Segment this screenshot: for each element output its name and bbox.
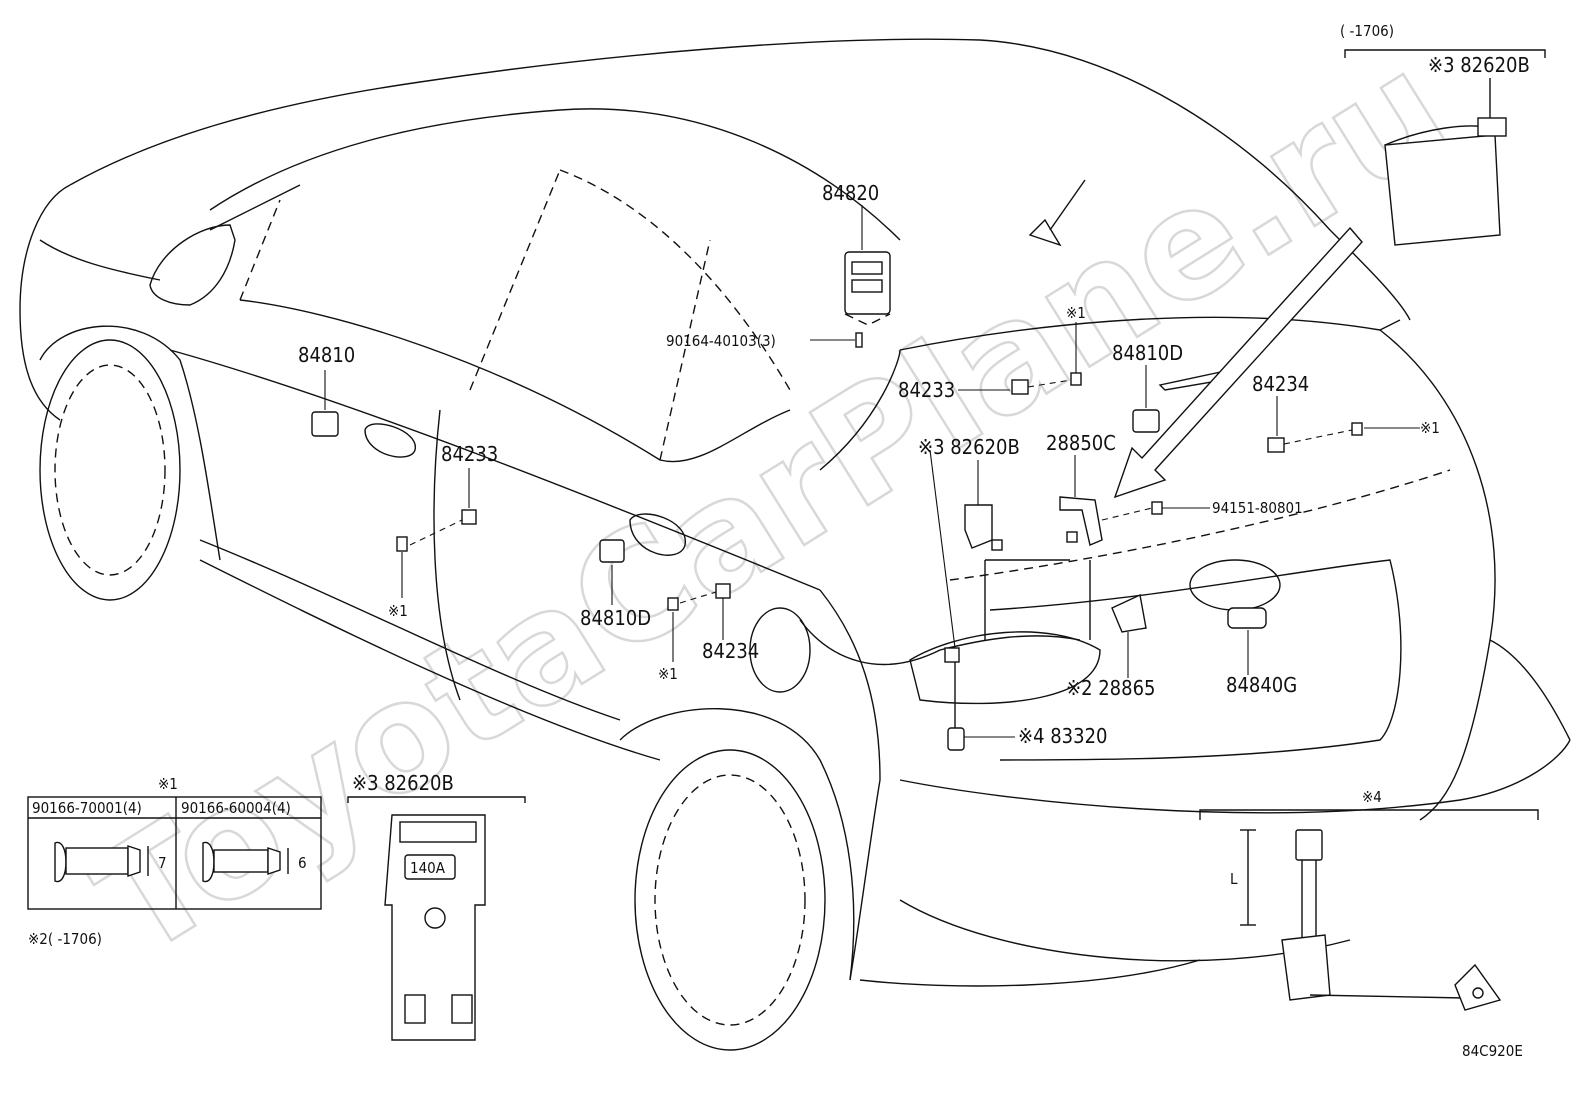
inset1-title: ※1 — [158, 775, 178, 793]
battery-illustration — [1344, 49, 1546, 246]
inset3-fuse-rating: 140A — [410, 859, 446, 877]
inset1-col2-label: 90166-60004(4) — [181, 799, 291, 817]
label-84233-right: 84233 — [898, 378, 955, 402]
label-note1-top: ※1 — [1066, 304, 1086, 322]
label-94151-80801: 94151-80801 — [1212, 499, 1303, 517]
label-84810D-left: 84810D — [580, 606, 651, 630]
label-28850C: 28850C — [1046, 431, 1116, 455]
label-84840G: 84840G — [1226, 673, 1297, 697]
callout-labels: 84820 90164-40103(3) 84810 84233 ※1 8481… — [298, 22, 1530, 748]
label-note1-mid: ※1 — [658, 665, 678, 683]
inset-note4: ※4 L — [1199, 788, 1539, 1011]
label-note1-left: ※1 — [388, 602, 408, 620]
inset1-dim1: 7 — [158, 854, 167, 872]
inset1-col1-label: 90166-70001(4) — [32, 799, 142, 817]
label-84810: 84810 — [298, 343, 355, 367]
leader-lines — [324, 205, 1420, 738]
inset-note1: ※1 90166-70001(4) 90166-60004(4) 7 6 — [27, 775, 322, 910]
label-82620B-mid: ※3 82620B — [918, 435, 1020, 459]
inset3-title: ※3 82620B — [352, 771, 454, 795]
label-84234-left: 84234 — [702, 639, 759, 663]
inset1-dim2: 6 — [298, 854, 307, 872]
label-84810D-right: 84810D — [1112, 341, 1183, 365]
parts — [311, 251, 1363, 751]
inset4-dim-label: L — [1230, 870, 1238, 888]
label-note1-right: ※1 — [1420, 419, 1440, 437]
inset4-title: ※4 — [1362, 788, 1382, 806]
inset-note3: ※3 82620B 140A — [347, 771, 526, 1041]
car-body-outline — [19, 38, 1571, 1051]
label-84820: 84820 — [822, 181, 879, 205]
label-82620B-top: ※3 82620B — [1428, 53, 1530, 77]
label-83320: ※4 83320 — [1018, 724, 1107, 748]
label-90164-40103: 90164-40103(3) — [666, 332, 776, 350]
label-top-range: ( -1706) — [1340, 22, 1394, 40]
direction-arrow — [1113, 226, 1363, 499]
label-28865: ※2 28865 — [1066, 676, 1155, 700]
diagram-code: 84C920E — [1462, 1042, 1523, 1060]
label-84234-right: 84234 — [1252, 372, 1309, 396]
note2-range: ※2( -1706) — [28, 930, 102, 948]
label-84233-left: 84233 — [441, 442, 498, 466]
